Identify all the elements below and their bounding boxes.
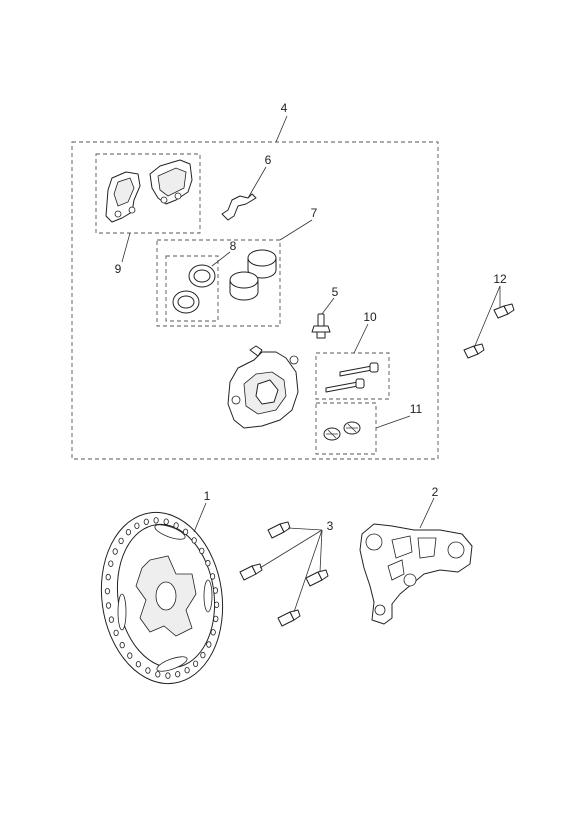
disc-drill-hole [145, 667, 151, 674]
label-part-5: 5 [332, 285, 339, 299]
disc-drill-hole [184, 667, 190, 674]
caliper-mount-bolts-part [463, 303, 515, 359]
leader-lines [121, 115, 501, 613]
label-part-2: 2 [432, 485, 439, 499]
label-part-6: 6 [265, 153, 272, 167]
disc-drill-hole [155, 671, 161, 678]
disc-drill-hole [183, 528, 189, 535]
disc-drill-hole [118, 537, 124, 545]
disc-drill-hole [165, 672, 171, 679]
label-part-11: 11 [410, 402, 423, 416]
group-box-seal-kit [165, 255, 219, 322]
disc-drill-hole [105, 602, 112, 609]
brake-caliper-part [227, 345, 299, 429]
disc-drill-hole [108, 560, 114, 567]
disc-drill-hole [153, 517, 159, 524]
disc-drill-hole [200, 651, 206, 659]
caliper-plugs-part [323, 421, 361, 441]
disc-drill-hole [210, 573, 216, 580]
disc-drill-hole [210, 629, 216, 636]
disc-drill-hole [212, 587, 219, 594]
disc-drill-hole [206, 641, 212, 648]
bleed-nipple-part [311, 313, 331, 339]
disc-drill-hole [127, 652, 133, 659]
label-part-1: 1 [204, 489, 211, 503]
label-part-8: 8 [230, 239, 237, 253]
disc-drill-hole [119, 641, 125, 649]
disc-drill-hole [112, 548, 118, 555]
disc-drill-hole [193, 660, 199, 667]
group-box-piston-kit [156, 239, 281, 327]
label-part-7: 7 [311, 206, 318, 220]
label-part-12: 12 [493, 272, 507, 286]
disc-drill-hole [214, 601, 220, 608]
disc-drill-hole [205, 559, 211, 567]
group-box-caliper-assembly [71, 141, 439, 460]
label-part-3: 3 [327, 519, 334, 533]
disc-drill-hole [104, 588, 111, 595]
caliper-pins-part [325, 362, 379, 393]
group-box-pin-kit [315, 352, 390, 400]
disc-bolts-part [239, 521, 329, 627]
label-part-9: 9 [115, 262, 122, 276]
group-box-brake-pads [95, 153, 201, 234]
caliper-seals-part [172, 264, 216, 314]
disc-drill-hole [163, 518, 169, 525]
group-box-bleed-kit [315, 402, 377, 455]
disc-drill-hole [173, 522, 179, 529]
disc-drill-hole [125, 529, 131, 536]
caliper-pistons-part [229, 249, 277, 301]
disc-drill-hole [108, 616, 115, 623]
disc-drill-hole [135, 661, 141, 668]
label-part-4: 4 [281, 101, 288, 115]
label-part-10: 10 [363, 310, 377, 324]
disc-drill-hole [199, 547, 205, 555]
disc-drill-hole [175, 671, 181, 678]
disc-drill-hole [134, 522, 140, 529]
disc-drill-hole [191, 537, 197, 544]
disc-drill-hole [105, 573, 111, 581]
caliper-bracket-part [359, 523, 473, 625]
disc-drill-hole [143, 518, 149, 525]
pad-spring-part [221, 193, 257, 221]
disc-drill-hole [213, 615, 219, 623]
disc-drill-hole [113, 629, 119, 637]
brake-disc-part [100, 511, 224, 685]
brake-pads-part [105, 159, 193, 223]
